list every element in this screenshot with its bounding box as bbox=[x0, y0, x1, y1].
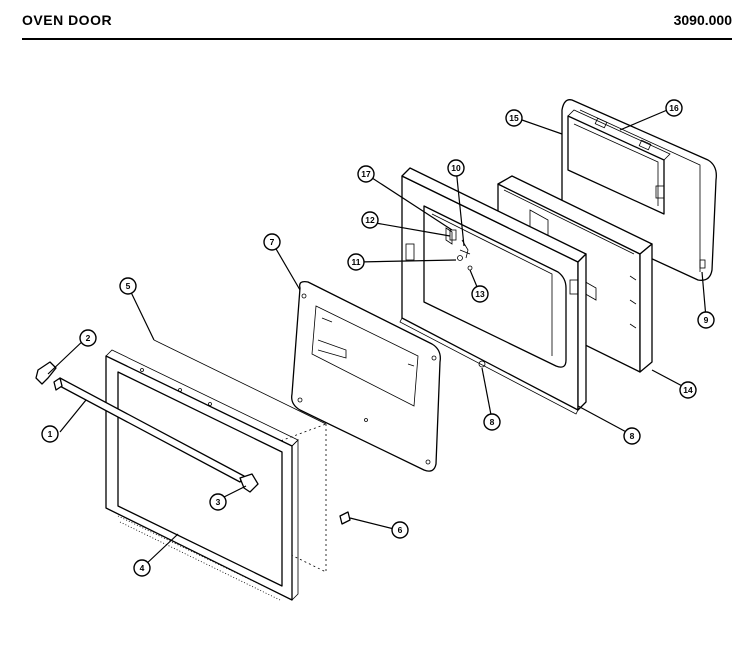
callout-17: 17 bbox=[357, 165, 375, 183]
callout-16: 16 bbox=[665, 99, 683, 117]
callout-5: 5 bbox=[119, 277, 137, 295]
callout-8-screw: 8 bbox=[483, 413, 501, 431]
svg-text:12: 12 bbox=[365, 215, 375, 225]
svg-text:14: 14 bbox=[683, 385, 693, 395]
pin-11 bbox=[457, 255, 463, 261]
callout-4: 4 bbox=[133, 559, 151, 577]
page-header: OVEN DOOR 3090.000 bbox=[22, 0, 732, 40]
svg-text:9: 9 bbox=[704, 315, 709, 325]
callout-13: 13 bbox=[471, 285, 489, 303]
callout-10: 10 bbox=[447, 159, 465, 177]
handle-bracket-right bbox=[239, 473, 259, 493]
svg-text:13: 13 bbox=[475, 289, 485, 299]
svg-text:15: 15 bbox=[509, 113, 519, 123]
svg-text:5: 5 bbox=[126, 281, 131, 291]
callout-15: 15 bbox=[505, 109, 523, 127]
svg-text:8: 8 bbox=[490, 417, 495, 427]
screw-8 bbox=[478, 360, 486, 368]
callout-11: 11 bbox=[347, 253, 365, 271]
svg-text:1: 1 bbox=[48, 429, 53, 439]
door-panel bbox=[291, 280, 441, 472]
svg-text:17: 17 bbox=[361, 169, 371, 179]
svg-text:7: 7 bbox=[270, 237, 275, 247]
clip-6 bbox=[339, 511, 351, 525]
callout-9: 9 bbox=[697, 311, 715, 329]
svg-text:3: 3 bbox=[216, 497, 221, 507]
callout-2: 2 bbox=[79, 329, 97, 347]
spring-12 bbox=[449, 229, 457, 241]
diagram-code: 3090.000 bbox=[673, 12, 732, 28]
callout-7: 7 bbox=[263, 233, 281, 251]
svg-text:11: 11 bbox=[352, 257, 361, 267]
handle-bracket-left bbox=[35, 361, 57, 385]
diagram-title: OVEN DOOR bbox=[22, 12, 113, 28]
callout-1: 1 bbox=[41, 425, 59, 443]
svg-text:10: 10 bbox=[451, 163, 461, 173]
svg-text:8: 8 bbox=[630, 431, 635, 441]
callout-14: 14 bbox=[679, 381, 697, 399]
callout-6: 6 bbox=[391, 521, 409, 539]
outer-door-frame bbox=[105, 349, 299, 601]
callout-3: 3 bbox=[209, 493, 227, 511]
callout-8-liner: 8 bbox=[623, 427, 641, 445]
svg-text:4: 4 bbox=[140, 563, 145, 573]
inner-liner-frame bbox=[399, 167, 587, 415]
svg-text:16: 16 bbox=[669, 103, 679, 113]
svg-text:2: 2 bbox=[86, 333, 91, 343]
svg-text:6: 6 bbox=[398, 525, 403, 535]
callout-12: 12 bbox=[361, 211, 379, 229]
